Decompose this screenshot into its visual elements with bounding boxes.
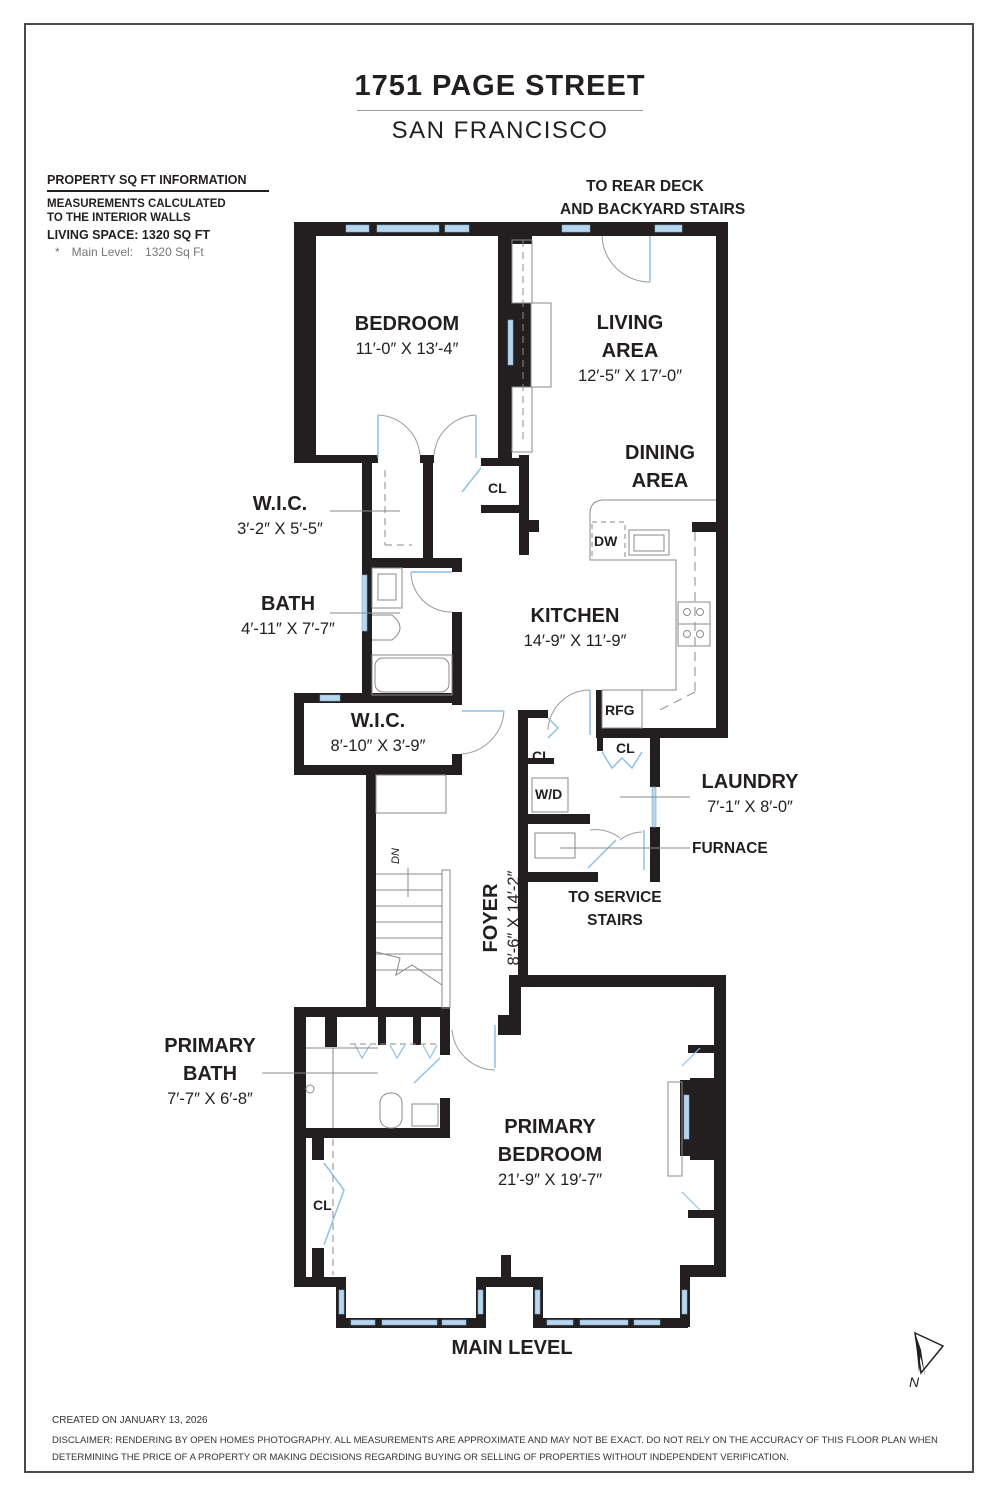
room-name: FOYER: [480, 883, 502, 953]
room-name: LAUNDRY: [701, 771, 799, 793]
washer-dryer-label: W/D: [535, 786, 563, 802]
room-name-line2: BATH: [182, 1063, 238, 1085]
service-stairs-note: TO SERVICE STAIRS: [555, 886, 675, 932]
room-bath[interactable]: BATH 4′-11″ X 7′-7″: [218, 590, 358, 640]
room-dimensions: 14′-9″ X 11′-9″: [523, 632, 627, 650]
bullet: *: [55, 245, 60, 259]
property-info-heading: PROPERTY SQ FT INFORMATION: [47, 173, 269, 192]
room-dining-area[interactable]: DINING AREA: [600, 439, 720, 495]
room-dimensions: 12′-5″ X 17′-0″: [577, 367, 683, 385]
room-foyer[interactable]: FOYER 8′-6″ X 14′-2″: [479, 848, 525, 988]
closet-label-bedroom-hall: CL: [488, 480, 507, 496]
rear-deck-note: TO REAR DECK AND BACKYARD STAIRS: [560, 175, 746, 221]
north-compass: N: [895, 1328, 955, 1403]
room-dimensions: 7′-7″ X 6′-8″: [167, 1090, 253, 1108]
level-area-item: * Main Level: 1320 Sq Ft: [47, 245, 277, 259]
north-arrow-icon: [914, 1331, 945, 1376]
page-subtitle: SAN FRANCISCO: [391, 117, 609, 144]
room-name-line2: AREA: [631, 470, 689, 492]
rear-deck-line2: AND BACKYARD STAIRS: [560, 201, 746, 218]
room-name-line1: PRIMARY: [164, 1035, 256, 1057]
stairs-direction: DN: [389, 848, 402, 864]
level-name: Main Level:: [71, 245, 134, 259]
doors: [323, 235, 701, 1246]
room-bedroom[interactable]: BEDROOM 11′-0″ X 13′-4″: [316, 310, 498, 360]
room-laundry[interactable]: LAUNDRY 7′-1″ X 8′-0″: [690, 768, 810, 818]
room-wic-lower[interactable]: W.I.C. 8′-10″ X 3′-9″: [304, 707, 452, 757]
room-primary-bath[interactable]: PRIMARY BATH 7′-7″ X 6′-8″: [150, 1032, 270, 1110]
fixtures: [305, 239, 716, 1275]
measurement-note-line1: MEASUREMENTS CALCULATED: [47, 198, 226, 210]
room-primary-bedroom[interactable]: PRIMARY BEDROOM 21′-9″ X 19′-7″: [470, 1113, 630, 1191]
property-info-panel: PROPERTY SQ FT INFORMATION MEASUREMENTS …: [47, 173, 277, 259]
page-frame: [24, 23, 974, 1473]
room-dimensions: 4′-11″ X 7′-7″: [241, 620, 335, 638]
room-name-line1: LIVING: [596, 312, 664, 334]
measurement-note-line2: TO THE INTERIOR WALLS: [47, 212, 191, 224]
rear-deck-line1: TO REAR DECK: [586, 178, 704, 195]
closet-label-primary: CL: [313, 1197, 332, 1213]
refrigerator-label: RFG: [605, 702, 635, 718]
room-dimensions: 8′-6″ X 14′-2″: [505, 870, 523, 966]
room-dimensions: 11′-0″ X 13′-4″: [355, 340, 459, 358]
leader-lines: [262, 510, 690, 1074]
compass-north-label: N: [909, 1374, 920, 1390]
room-dimensions: 3′-2″ X 5′-5″: [237, 520, 323, 538]
furnace-label: FURNACE: [692, 840, 768, 857]
room-dimensions: 7′-1″ X 8′-0″: [707, 798, 793, 816]
service-stairs-line1: TO SERVICE: [568, 889, 662, 906]
room-name: BATH: [260, 593, 316, 615]
room-name: KITCHEN: [530, 605, 620, 627]
room-name: BEDROOM: [354, 313, 460, 335]
living-space-total: LIVING SPACE: 1320 SQ FT: [47, 228, 211, 242]
closet-label-laundry-left: CL: [532, 748, 551, 764]
room-name-line1: PRIMARY: [504, 1116, 596, 1138]
dishwasher-label: DW: [594, 533, 618, 549]
room-wic-upper[interactable]: W.I.C. 3′-2″ X 5′-5″: [220, 490, 340, 540]
level-label: MAIN LEVEL: [451, 1337, 573, 1359]
room-dimensions: 21′-9″ X 19′-7″: [497, 1171, 603, 1189]
room-name-line2: BEDROOM: [497, 1144, 603, 1166]
room-kitchen[interactable]: KITCHEN 14′-9″ X 11′-9″: [495, 602, 655, 652]
room-living-area[interactable]: LIVING AREA 12′-5″ X 17′-0″: [560, 309, 700, 387]
measurement-note: MEASUREMENTS CALCULATED TO THE INTERIOR …: [47, 197, 277, 225]
title-divider: [357, 110, 643, 111]
closet-label-laundry-top: CL: [616, 740, 635, 756]
page-title: 1751 PAGE STREET: [354, 70, 646, 102]
room-name-line2: AREA: [601, 340, 659, 362]
windows: [319, 224, 690, 1326]
level-area: 1320 Sq Ft: [145, 245, 204, 259]
room-name-line1: DINING: [625, 442, 695, 464]
room-name: W.I.C.: [350, 710, 406, 732]
created-date: CREATED ON JANUARY 13, 2026: [52, 1415, 208, 1426]
room-name: W.I.C.: [252, 493, 308, 515]
disclaimer-text: DISCLAIMER: RENDERING BY OPEN HOMES PHOT…: [52, 1435, 938, 1463]
room-dimensions: 8′-10″ X 3′-9″: [330, 737, 426, 755]
service-stairs-line2: STAIRS: [587, 912, 643, 929]
